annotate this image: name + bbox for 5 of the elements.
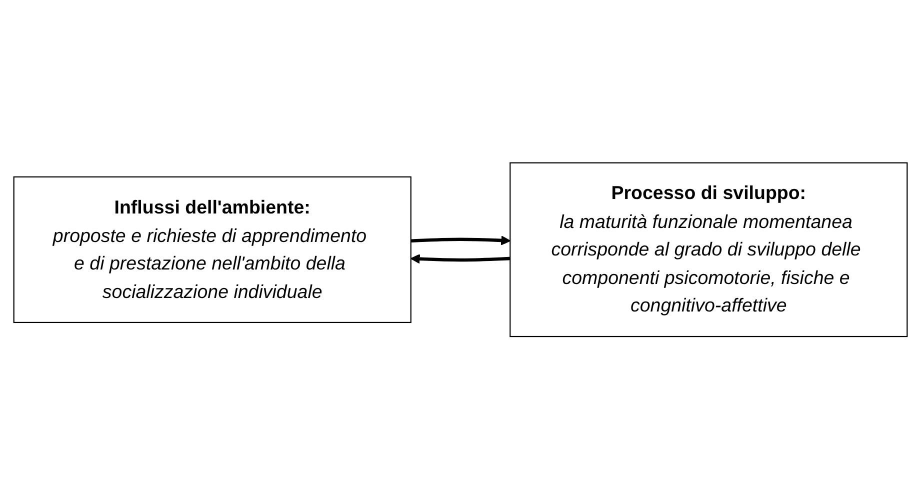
arrow — [410, 235, 511, 246]
arrow — [410, 254, 510, 264]
node-box — [510, 162, 908, 337]
cycle-diagram: Influssi dell'ambiente: proposte e richieste di apprendimento e di prestazione nell'ambito della socializzazione individuale Processo di sviluppo: la maturità funzionale momentanea corrisponde al grado di sviluppo delle componenti psicomotorie, fisiche e congnitivo-affettive — [5, 154, 916, 346]
node-box — [13, 176, 412, 323]
